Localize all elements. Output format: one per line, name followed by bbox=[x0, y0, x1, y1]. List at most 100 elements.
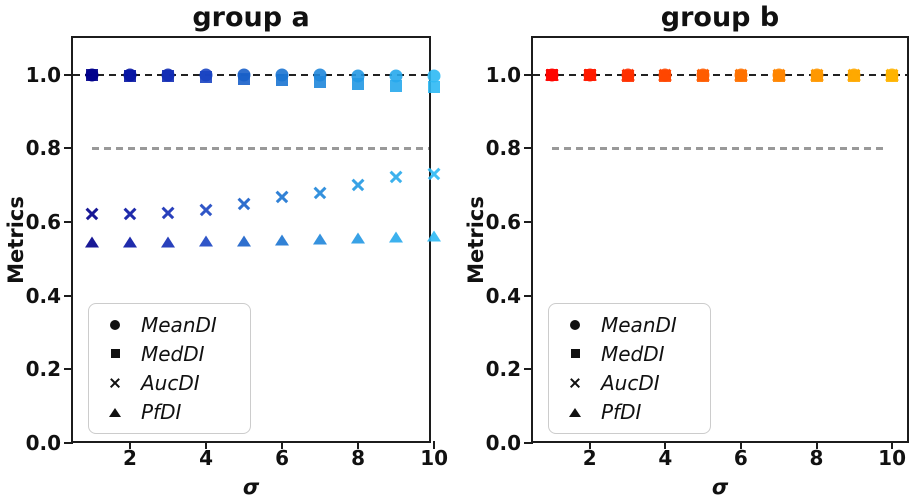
reference-line-1 bbox=[533, 73, 907, 77]
x-tick-label: 10 bbox=[420, 446, 449, 470]
legend-marker-cell bbox=[89, 319, 141, 330]
legend-label: AucDI bbox=[141, 371, 200, 396]
legend-x-marker-icon bbox=[569, 377, 581, 389]
legend-item-aucdi: AucDI bbox=[549, 370, 710, 396]
meddi-data-point bbox=[162, 70, 175, 83]
x-tick-mark bbox=[205, 441, 208, 449]
x-tick-mark bbox=[891, 441, 894, 449]
plot-title: group a bbox=[192, 2, 310, 33]
y-tick-label: 1.0 bbox=[25, 62, 61, 87]
pfdi-data-point bbox=[696, 69, 711, 81]
x-tick-label: 8 bbox=[809, 446, 824, 470]
x-tick-mark bbox=[664, 441, 667, 449]
legend-marker-cell bbox=[549, 319, 601, 330]
meandi-data-point bbox=[427, 69, 441, 83]
aucdi-data-point bbox=[123, 206, 138, 221]
pfdi-data-point bbox=[161, 236, 176, 248]
x-tick-mark bbox=[129, 441, 132, 449]
legend-triangle-marker-icon bbox=[569, 407, 581, 417]
pfdi-data-point bbox=[733, 69, 748, 81]
legend-item-meandi: MeanDI bbox=[549, 312, 710, 338]
pfdi-data-point bbox=[658, 69, 673, 81]
meddi-data-point bbox=[352, 78, 365, 91]
y-tick-mark bbox=[64, 442, 73, 445]
y-tick-mark bbox=[64, 294, 73, 297]
y-tick-label: 0.6 bbox=[25, 210, 61, 235]
legend-circle-marker-icon bbox=[570, 319, 580, 330]
legend-item-pfdi: PfDI bbox=[89, 399, 250, 425]
aucdi-data-point bbox=[389, 170, 404, 185]
pfdi-data-point bbox=[544, 69, 559, 81]
y-tick-label: 0.2 bbox=[485, 357, 521, 382]
legend-item-meddi: MedDI bbox=[549, 341, 710, 367]
legend-item-meandi: MeanDI bbox=[89, 312, 250, 338]
y-tick-mark bbox=[524, 442, 533, 445]
pfdi-data-point bbox=[389, 231, 404, 243]
y-tick-mark bbox=[64, 368, 73, 371]
y-tick-mark bbox=[524, 368, 533, 371]
plot-title: group b bbox=[660, 2, 780, 33]
legend-item-aucdi: AucDI bbox=[89, 370, 250, 396]
pfdi-data-point bbox=[582, 69, 597, 81]
x-tick-label: 8 bbox=[351, 446, 366, 470]
legend-marker-cell bbox=[89, 377, 141, 389]
meddi-data-point bbox=[200, 71, 213, 84]
aucdi-data-point bbox=[199, 203, 214, 218]
legend: MeanDI MedDI AucDI PfDI bbox=[88, 303, 251, 434]
pfdi-data-point bbox=[275, 234, 290, 246]
legend-item-pfdi: PfDI bbox=[549, 399, 710, 425]
x-tick-label: 2 bbox=[123, 446, 137, 470]
meddi-data-point bbox=[124, 69, 137, 82]
x-tick-mark bbox=[433, 441, 436, 449]
x-tick-label: 10 bbox=[878, 446, 907, 470]
pfdi-data-point bbox=[620, 69, 635, 81]
pfdi-data-point bbox=[351, 232, 366, 244]
x-tick-mark bbox=[281, 441, 284, 449]
pfdi-data-point bbox=[847, 69, 862, 81]
aucdi-data-point bbox=[313, 185, 328, 200]
pfdi-data-point bbox=[123, 236, 138, 248]
aucdi-data-point bbox=[427, 167, 442, 182]
aucdi-data-point bbox=[275, 189, 290, 204]
y-tick-label: 0.4 bbox=[25, 283, 61, 308]
y-tick-label: 1.0 bbox=[485, 62, 521, 87]
legend-marker-cell bbox=[549, 377, 601, 389]
x-tick-label: 2 bbox=[582, 446, 597, 470]
legend-square-marker-icon bbox=[570, 349, 580, 359]
y-tick-mark bbox=[64, 73, 73, 76]
meddi-data-point bbox=[314, 76, 327, 89]
pfdi-data-point bbox=[85, 236, 99, 248]
reference-line-0.8 bbox=[92, 147, 429, 150]
y-tick-label: 0.8 bbox=[25, 136, 61, 161]
x-tick-label: 6 bbox=[275, 446, 290, 470]
pfdi-data-point bbox=[237, 235, 252, 247]
pfdi-data-point bbox=[199, 235, 214, 247]
pfdi-data-point bbox=[809, 69, 824, 81]
legend: MeanDI MedDI AucDI PfDI bbox=[548, 303, 711, 434]
legend-marker-cell bbox=[549, 349, 601, 359]
reference-line-1 bbox=[73, 73, 429, 77]
x-tick-mark bbox=[588, 441, 591, 449]
legend-label: PfDI bbox=[141, 400, 182, 425]
y-tick-label: 0.0 bbox=[485, 431, 521, 456]
y-tick-mark bbox=[524, 73, 533, 76]
y-tick-label: 0.4 bbox=[485, 283, 521, 308]
meddi-data-point bbox=[428, 81, 441, 94]
legend-item-meddi: MedDI bbox=[89, 341, 250, 367]
aucdi-data-point bbox=[351, 177, 366, 192]
y-tick-label: 0.2 bbox=[25, 357, 61, 382]
meddi-data-point bbox=[276, 74, 289, 87]
y-tick-mark bbox=[524, 294, 533, 297]
legend-square-marker-icon bbox=[110, 349, 120, 359]
y-tick-mark bbox=[64, 221, 73, 224]
meddi-data-point bbox=[390, 79, 403, 92]
legend-marker-cell bbox=[89, 407, 141, 417]
y-tick-label: 0.8 bbox=[485, 136, 521, 161]
y-axis-label: Metrics bbox=[464, 195, 488, 284]
aucdi-data-point bbox=[161, 205, 176, 220]
y-axis-label: Metrics bbox=[4, 195, 28, 284]
legend-x-marker-icon bbox=[109, 377, 121, 389]
legend-label: MeanDI bbox=[601, 312, 677, 337]
